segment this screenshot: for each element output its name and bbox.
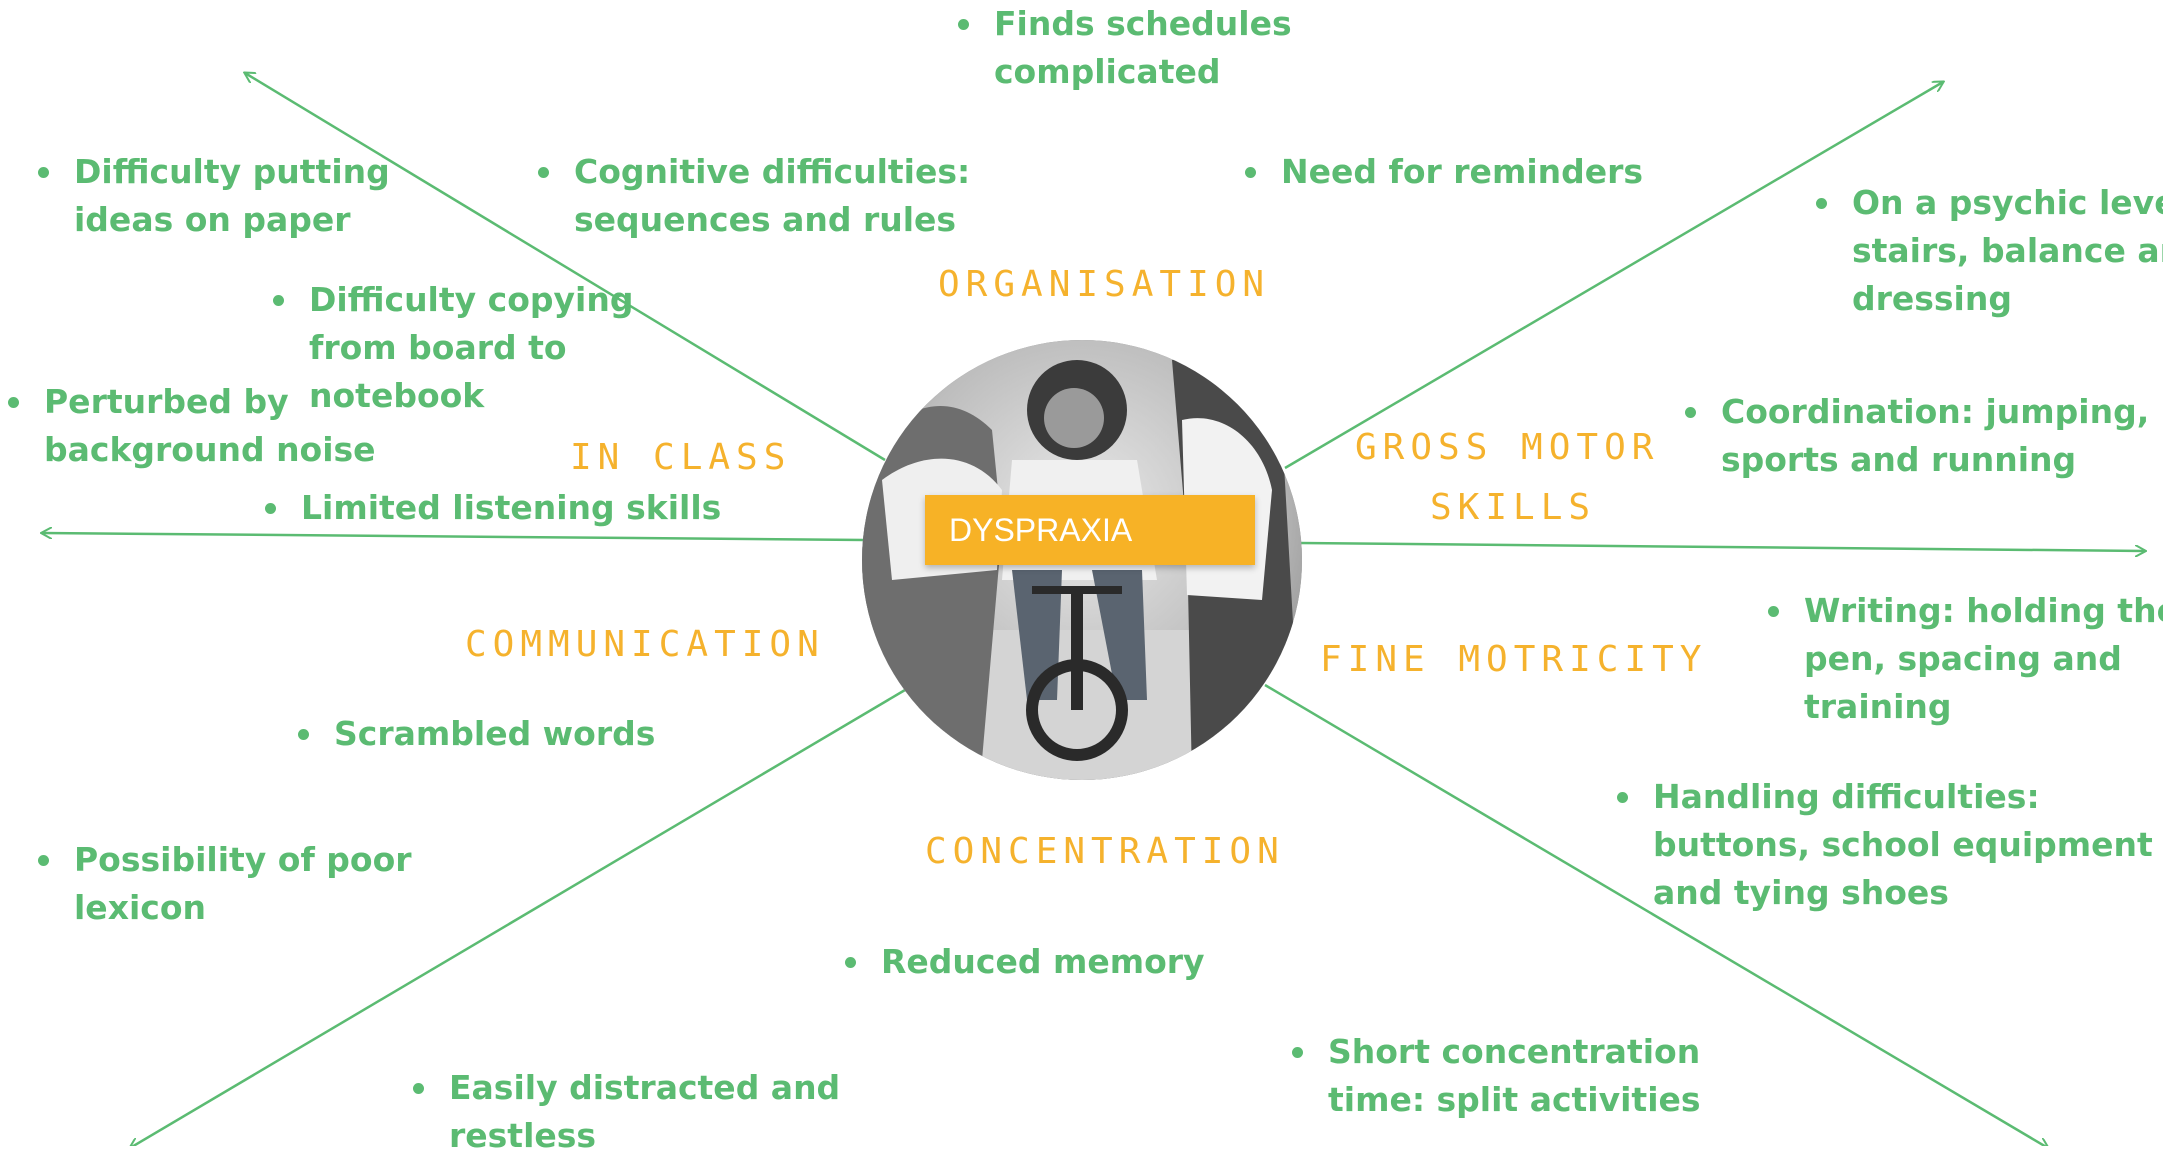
bullet-short-concentration: Short concentration time: split activiti… bbox=[1292, 1028, 1701, 1124]
bullet-dot bbox=[38, 167, 49, 178]
bullet-handling: Handling difficulties: buttons, school e… bbox=[1617, 773, 2153, 917]
category-gross-motor-line2: SKILLS bbox=[1430, 487, 1597, 528]
bullet-dot bbox=[8, 397, 19, 408]
category-concentration: CONCENTRATION bbox=[925, 831, 1285, 872]
bullet-dot bbox=[273, 295, 284, 306]
dyspraxia-title: DYSPRAXIA bbox=[949, 512, 1133, 548]
bullet-dot bbox=[958, 19, 969, 30]
bullet-background-noise: Perturbed by background noise bbox=[8, 378, 376, 474]
bullet-scrambled: Scrambled words bbox=[298, 710, 655, 758]
bullet-dot bbox=[1685, 407, 1696, 418]
bullet-dot bbox=[1292, 1047, 1303, 1058]
category-in-class: IN CLASS bbox=[570, 437, 792, 478]
arrow-lower-right bbox=[1264, 683, 2048, 1146]
bullet-dot bbox=[1617, 792, 1628, 803]
category-organisation: ORGANISATION bbox=[938, 264, 1271, 305]
bullet-coordination: Coordination: jumping, sports and runnin… bbox=[1685, 388, 2149, 484]
arrow-lower-left bbox=[130, 688, 906, 1146]
bullet-dot bbox=[1816, 198, 1827, 209]
bullet-dot bbox=[538, 167, 549, 178]
bullet-cognitive: Cognitive difficulties: sequences and ru… bbox=[538, 148, 970, 244]
bullet-lexicon: Possibility of poor lexicon bbox=[38, 836, 412, 932]
bullet-psychic: On a psychic level: stairs, balance and … bbox=[1816, 179, 2163, 323]
bullet-listening: Limited listening skills bbox=[265, 484, 721, 532]
bullet-dot bbox=[265, 503, 276, 514]
bullet-copying-board: Difficulty copying from board to noteboo… bbox=[273, 276, 633, 420]
bullet-dot bbox=[298, 729, 309, 740]
arrow-right bbox=[1299, 541, 2145, 551]
bullet-finds-schedules: Finds schedules complicated bbox=[958, 0, 1292, 96]
bullet-dot bbox=[38, 855, 49, 866]
bullet-memory: Reduced memory bbox=[845, 938, 1205, 986]
category-communication: COMMUNICATION bbox=[465, 624, 825, 665]
arrow-upper-right bbox=[1284, 82, 1943, 470]
category-fine-motricity: FINE MOTRICITY bbox=[1320, 639, 1708, 680]
bullet-need-reminders: Need for reminders bbox=[1245, 148, 1643, 196]
arrow-left bbox=[42, 533, 866, 542]
arrow-upper-left bbox=[245, 73, 886, 462]
bullet-dot bbox=[413, 1083, 424, 1094]
bullet-dot bbox=[845, 957, 856, 968]
category-gross-motor-line1: GROSS MOTOR bbox=[1355, 427, 1660, 468]
bullet-ideas-paper: Difficulty putting ideas on paper bbox=[38, 148, 390, 244]
dyspraxia-title-box: DYSPRAXIA bbox=[925, 495, 1255, 565]
bullet-writing: Writing: holding the pen, spacing and tr… bbox=[1768, 587, 2163, 731]
bullet-dot bbox=[1245, 167, 1256, 178]
child-on-bicycle-photo bbox=[862, 340, 1302, 780]
bullet-dot bbox=[1768, 606, 1779, 617]
